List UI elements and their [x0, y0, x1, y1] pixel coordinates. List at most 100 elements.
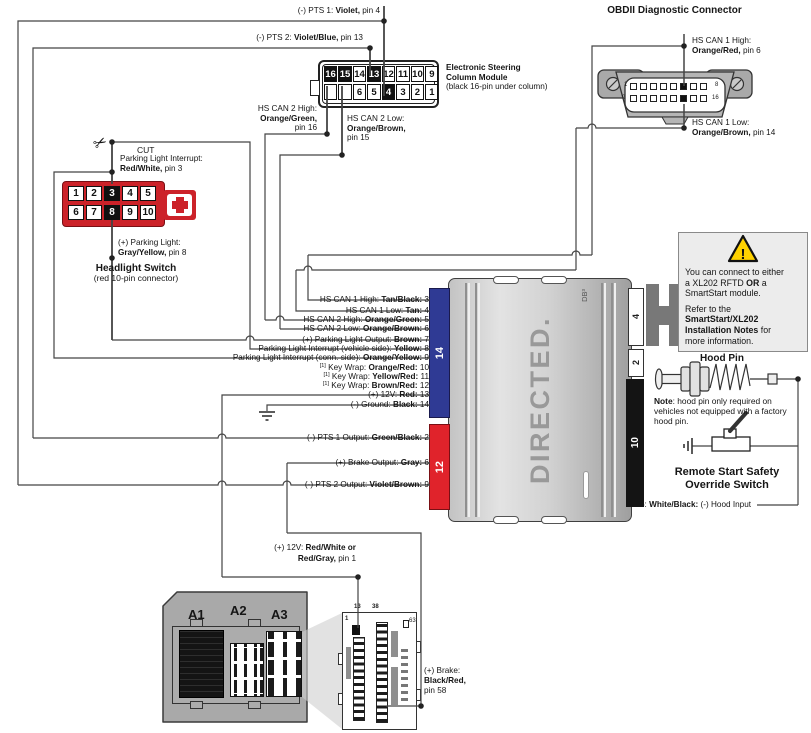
escm-pin-row-top: 16 15 14 13 12 11 10 9 [324, 66, 439, 82]
escm-pin-9: 9 [425, 66, 439, 82]
warning-text: You can connect to either a XL202 RFTD O… [685, 267, 803, 346]
bcm-recess-tab [248, 701, 261, 709]
module-mount-slot [541, 516, 567, 524]
connector-2-label: 2 [631, 360, 641, 366]
wire-12-9: (-) PTS 2 Output: Violet/Brown: 9 [304, 480, 429, 489]
module-groove [475, 283, 477, 517]
obdii-pin8-label: 8 [715, 82, 719, 88]
obdii-pin16-label: 16 [712, 95, 719, 101]
module-groove [465, 283, 467, 517]
obdii-pin-12 [660, 95, 667, 102]
v12-label: (+) 12V: Red/White or Red/Gray, pin 1 [274, 543, 356, 563]
module-db3-label: DB³ [580, 289, 589, 302]
bcm-notch [338, 653, 343, 665]
hood-pin-note: Note: hood pin only required on vehicles… [654, 396, 787, 426]
headlight-pin-9: 9 [122, 205, 138, 220]
bcm-gray-bar [346, 647, 351, 679]
warning-line-3: SmartStart module. [685, 288, 761, 299]
escm-pin-10: 10 [410, 66, 424, 82]
connector-12-pin: 12 [429, 424, 450, 510]
connector-12-label: 12 [433, 460, 446, 474]
wire-14-6: HS CAN 2 Low: Orange/Brown: 6 [303, 324, 429, 333]
connector-14-pin: 14 [429, 288, 450, 418]
can2-low-label: HS CAN 2 Low: Orange/Brown, pin 15 [347, 114, 406, 143]
warning-line-1: You can connect to either [685, 267, 784, 277]
module-brand-area: DIRECTED. [449, 279, 631, 521]
module-mount-slot [541, 276, 567, 284]
pts1-label: (-) PTS 1: Violet, pin 4 [297, 6, 380, 15]
headlight-pin-row-top: 1 2 3 4 5 [68, 186, 156, 201]
escm-pin-8 [324, 84, 338, 100]
antenna-plug-bridge [655, 306, 673, 325]
module-mount-slot [493, 276, 519, 284]
escm-latch-tab [310, 80, 320, 96]
obdii-pin-11 [650, 95, 657, 102]
module-groove [601, 283, 603, 517]
can1-low-label: HS CAN 1 Low: Orange/Brown, pin 14 [692, 118, 776, 137]
obdii-pin-1 [630, 83, 637, 90]
can2-high-label: HS CAN 2 High: Orange/Green, pin 16 [257, 104, 317, 133]
escm-pin-16: 16 [324, 66, 338, 82]
obdii-pin-3 [650, 83, 657, 90]
hood-input-label: 6: White/Black: (-) Hood Input [640, 500, 752, 509]
escm-pin-11: 11 [396, 66, 410, 82]
bcm-pin-strip-left [353, 637, 365, 721]
escm-pin-2: 2 [410, 84, 424, 100]
hood-pin-title: Hood Pin [700, 353, 744, 364]
bcm-pin38-label: 38 [372, 604, 379, 610]
connector-2-pin: 2 [628, 349, 644, 377]
obdii-pin-8 [700, 83, 707, 90]
module-groove [611, 283, 613, 517]
ground-symbol [259, 411, 275, 421]
headlight-switch-title: Headlight Switch (red 10-pin connector) [93, 263, 179, 283]
escm-pin-6: 6 [352, 84, 367, 100]
escm-pin-13: 13 [367, 66, 381, 82]
bcm-notch [338, 693, 343, 705]
bcm-recess-tab [248, 619, 261, 627]
obdii-pin-16 [700, 95, 707, 102]
bcm-pin-strip-right [376, 622, 388, 723]
warning-line-7: more information. [685, 335, 754, 346]
hood-pin-illustration [654, 361, 778, 397]
module-side-slot [583, 471, 589, 499]
obdii-pin-4 [660, 83, 667, 90]
escm-pin-5: 5 [367, 84, 381, 100]
scissors-icon: ✂ [90, 132, 111, 155]
module-brand-text: DIRECTED. [524, 315, 555, 484]
headlight-pin-5: 5 [140, 186, 156, 201]
warning-line-6: Installation Notes for [685, 324, 772, 335]
connector-10-pin: 10 [626, 379, 644, 507]
escm-pin-12: 12 [381, 66, 396, 82]
warning-line-2: a XL202 RFTD OR a [685, 277, 767, 288]
escm-title: Electronic Steering Column Module (black… [446, 63, 548, 92]
bcm-recess-tab [190, 701, 203, 709]
parking-interrupt-label: Parking Light Interrupt: Red/White, pin … [120, 154, 203, 173]
headlight-pin-10: 10 [140, 205, 156, 220]
module-groove [614, 283, 616, 517]
wire-14-3: HS CAN 1 High: Tan/Black: 3 [319, 295, 429, 304]
module-mount-slot [493, 516, 519, 524]
wire-14-14: (-) Ground: Black: 14 [350, 400, 429, 409]
headlight-pin-row-bottom: 6 7 8 9 10 [68, 205, 156, 220]
headlight-pin-3: 3 [104, 186, 120, 201]
obdii-pin-6 [680, 83, 687, 90]
module-groove [468, 283, 470, 517]
bcm-detail-box [338, 612, 421, 730]
directed-module: DIRECTED. DB³ [448, 276, 632, 524]
override-switch-title: Remote Start Safety Override Switch [674, 466, 780, 491]
obdii-pin1-label: 1 [624, 82, 628, 88]
obdii-title: OBDII Diagnostic Connector [607, 5, 742, 16]
connector-a2 [230, 643, 264, 697]
obdii-pin9-label: 9 [622, 95, 626, 101]
obdii-pin-5 [670, 83, 677, 90]
obdii-pin-row-bottom [630, 95, 707, 102]
module-groove [478, 283, 480, 517]
a2-label: A2 [230, 603, 247, 618]
a3-label: A3 [271, 607, 288, 622]
wire-12-6: (+) Brake Output: Gray: 6 [335, 458, 429, 467]
parking-light-label: (+) Parking Light: Gray/Yellow, pin 8 [118, 238, 187, 257]
escm-pin-3: 3 [396, 84, 410, 100]
bcm-notch [416, 641, 421, 653]
obdii-pin-14 [680, 95, 687, 102]
headlight-pin-7: 7 [86, 205, 102, 220]
